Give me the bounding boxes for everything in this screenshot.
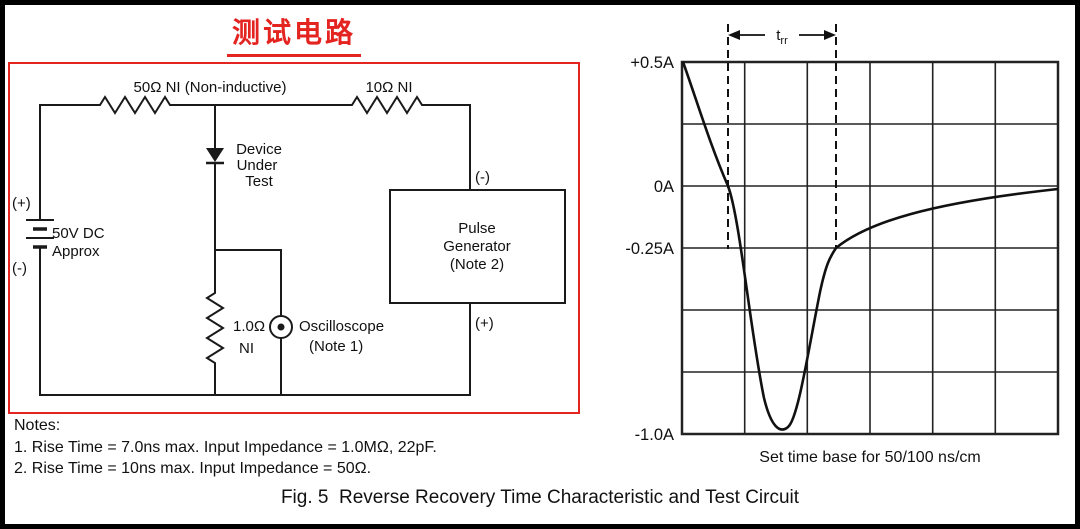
y-label-minus0p25A: -0.25A: [625, 240, 674, 258]
label-source-minus: (-): [12, 260, 27, 277]
trr-annotation: trr: [728, 27, 836, 47]
label-pulse-generator-line2: Generator: [443, 238, 511, 255]
wire-oscilloscope-branch: [214, 249, 282, 396]
label-shunt-line1: 1.0Ω: [233, 318, 265, 335]
figure-caption: Fig. 5 Reverse Recovery Time Characteris…: [280, 487, 800, 508]
note-item-1: 1. Rise Time = 7.0ns max. Input Impedanc…: [14, 438, 437, 456]
label-oscilloscope-line1: Oscilloscope: [299, 318, 384, 335]
y-label-minus1A: -1.0A: [635, 426, 674, 444]
note-item-2: 2. Rise Time = 10ns max. Input Impedance…: [14, 460, 372, 477]
test-circuit-diagram: 50Ω NI (Non-inductive) 10Ω NI Device Und…: [12, 79, 566, 396]
label-resistor-10ohm: 10Ω NI: [365, 79, 412, 96]
label-source-plus: (+): [12, 195, 31, 212]
wire-dut-branch-with-shunt-resistor: [205, 104, 225, 396]
wire-top-with-resistors: [39, 95, 471, 115]
arrow-left-icon: [728, 30, 740, 40]
label-pg-minus: (-): [475, 169, 490, 186]
recovery-current-curve: [681, 61, 1059, 431]
notes-block: Notes: 1. Rise Time = 7.0ns max. Input I…: [14, 415, 437, 480]
label-oscilloscope-line2: (Note 1): [309, 338, 363, 355]
graph-grid: [680, 60, 1060, 436]
label-pulse-generator-line1: Pulse: [458, 220, 496, 237]
label-pg-plus: (+): [475, 315, 494, 332]
label-shunt-line2: NI: [239, 340, 254, 357]
pulse-generator-box: [389, 189, 566, 304]
label-dut-line3: Test: [245, 173, 273, 190]
recovery-waveform-graph: trr +0.5A 0A -0.25A -1.0A Set time base …: [625, 24, 1060, 466]
trr-label: trr: [776, 27, 788, 47]
label-dut-line1: Device: [236, 141, 282, 158]
label-source-line1: 50V DC: [52, 225, 105, 242]
label-dut-line2: Under: [237, 157, 278, 174]
arrow-right-icon: [824, 30, 836, 40]
label-source-line2: Approx: [52, 243, 100, 260]
page-title: 测试电路: [8, 11, 580, 57]
circuit-highlight-box: [8, 62, 580, 414]
label-resistor-50ohm: 50Ω NI (Non-inductive): [134, 79, 287, 96]
trr-dashed-markers: [727, 24, 837, 249]
y-label-0A: 0A: [654, 178, 674, 196]
label-pulse-generator-line3: (Note 2): [450, 256, 504, 273]
diode-icon: [206, 148, 224, 165]
time-base-caption: Set time base for 50/100 ns/cm: [759, 449, 980, 466]
circuit-title-text: 测试电路: [226, 11, 361, 57]
oscilloscope-connector-icon: [269, 315, 293, 339]
notes-heading: Notes:: [14, 417, 61, 434]
y-label-plus0p5A: +0.5A: [630, 54, 674, 72]
battery-icon: [26, 219, 54, 249]
